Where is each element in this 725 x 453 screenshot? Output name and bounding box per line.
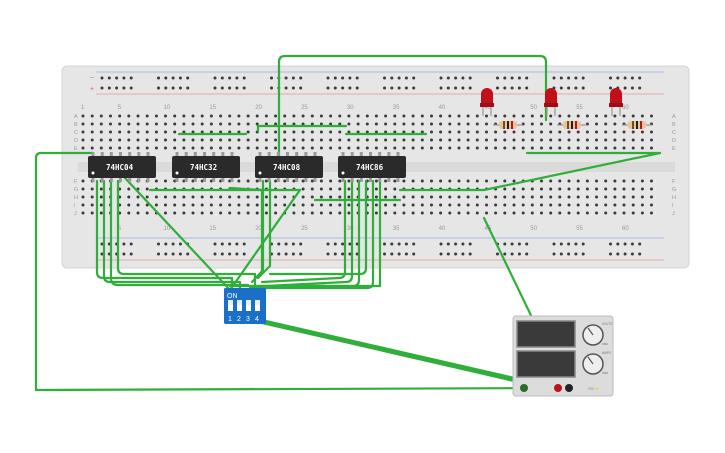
wire[interactable] xyxy=(256,320,564,394)
led-1[interactable] xyxy=(480,88,494,116)
wire[interactable] xyxy=(268,179,368,276)
chip-74hc04[interactable]: 74HC04 xyxy=(88,152,156,182)
row-letter: I xyxy=(672,203,674,209)
current-display xyxy=(516,350,576,378)
column-number: 10 xyxy=(164,105,171,111)
column-number: 15 xyxy=(209,226,216,232)
wire[interactable] xyxy=(398,151,662,192)
column-number: 25 xyxy=(301,226,308,232)
voltage-unit-label: VOLTS xyxy=(602,322,612,326)
column-number: 5 xyxy=(118,226,122,232)
column-number: 40 xyxy=(439,226,446,232)
row-letter: C xyxy=(672,130,676,136)
column-number: 60 xyxy=(622,226,629,232)
wire[interactable] xyxy=(277,54,548,158)
column-number: 50 xyxy=(530,105,537,111)
column-number: 60 xyxy=(622,105,629,111)
column-number: 35 xyxy=(393,226,400,232)
wire[interactable] xyxy=(95,179,234,292)
dip-number-1: 1 xyxy=(228,316,232,323)
row-letter: F xyxy=(74,179,78,185)
chip-label: 74HC08 xyxy=(273,163,301,172)
dip-number-2: 2 xyxy=(237,316,241,323)
row-letter: B xyxy=(672,122,676,128)
column-number: 50 xyxy=(530,226,537,232)
power-supply[interactable]: VOLTS AMPS max max 20V ⚡ xyxy=(512,315,614,397)
row-letter: D xyxy=(74,138,78,144)
row-letter: G xyxy=(672,187,676,193)
row-letter: A xyxy=(672,114,676,120)
row-letter: C xyxy=(74,130,78,136)
row-letter: J xyxy=(74,211,77,217)
psu-output-label: 20V ⚡ xyxy=(588,386,600,391)
positive-terminal[interactable] xyxy=(565,384,573,392)
row-letter: I xyxy=(74,203,76,209)
column-number: 15 xyxy=(209,105,216,111)
rail-plus-symbol: + xyxy=(90,86,94,93)
column-number: 40 xyxy=(439,105,446,111)
column-number: 20 xyxy=(255,105,262,111)
column-number: 30 xyxy=(347,105,354,111)
wire[interactable] xyxy=(256,179,272,280)
ground-terminal[interactable] xyxy=(520,384,528,392)
voltage-knob-label: max xyxy=(602,342,608,346)
chip-74hc08[interactable]: 74HC08 xyxy=(255,152,323,182)
wire[interactable] xyxy=(264,179,354,288)
led-3[interactable] xyxy=(609,88,623,116)
voltage-display xyxy=(516,320,576,348)
chip-label: 74HC86 xyxy=(356,163,384,172)
breadboard-holes[interactable] xyxy=(81,71,665,261)
wire[interactable] xyxy=(34,386,560,392)
wire[interactable] xyxy=(256,124,348,133)
chip-label: 74HC04 xyxy=(106,163,134,172)
row-letter: G xyxy=(74,187,78,193)
column-number: 45 xyxy=(485,105,492,111)
rail-minus-symbol: − xyxy=(90,75,94,82)
column-number: 35 xyxy=(393,105,400,111)
column-number: 10 xyxy=(164,226,171,232)
resistor-2[interactable] xyxy=(557,121,587,129)
row-letter: A xyxy=(74,114,78,120)
column-number: 1 xyxy=(81,105,85,111)
wire[interactable] xyxy=(248,316,562,392)
wire[interactable] xyxy=(260,179,347,284)
negative-terminal[interactable] xyxy=(554,384,562,392)
chip-74hc86[interactable]: 74HC86 xyxy=(338,152,406,182)
row-letter: J xyxy=(672,211,675,217)
dip-number-4: 4 xyxy=(255,316,259,323)
dip-number-3: 3 xyxy=(246,316,250,323)
column-number: 20 xyxy=(255,226,262,232)
column-number: 30 xyxy=(347,226,354,232)
column-number: 55 xyxy=(576,226,583,232)
wire[interactable] xyxy=(109,179,250,287)
resistor-1[interactable] xyxy=(493,121,523,129)
current-unit-label: AMPS xyxy=(602,351,611,355)
dip-switch[interactable]: ON 1 2 3 4 xyxy=(224,288,266,324)
wire[interactable] xyxy=(116,179,257,292)
row-letter: D xyxy=(672,138,676,144)
wire[interactable] xyxy=(250,179,265,284)
row-letter: H xyxy=(672,195,676,201)
led-2[interactable] xyxy=(544,88,558,116)
row-letter: E xyxy=(74,146,78,152)
chip-label: 74HC32 xyxy=(190,163,217,172)
wire[interactable] xyxy=(102,179,242,292)
wire[interactable] xyxy=(123,176,232,292)
column-number: 5 xyxy=(118,105,122,111)
wire[interactable] xyxy=(228,179,382,288)
dip-on-label: ON xyxy=(227,293,238,300)
row-letter: B xyxy=(74,122,78,128)
current-knob-label: max xyxy=(602,371,608,375)
row-letter: H xyxy=(74,195,78,201)
column-number: 55 xyxy=(576,105,583,111)
wire[interactable] xyxy=(34,151,95,392)
column-number: 25 xyxy=(301,105,308,111)
row-letter: E xyxy=(672,146,676,152)
row-letter: F xyxy=(672,179,676,185)
resistor-3[interactable] xyxy=(622,121,652,129)
chip-74hc32[interactable]: 74HC32 xyxy=(172,152,240,182)
